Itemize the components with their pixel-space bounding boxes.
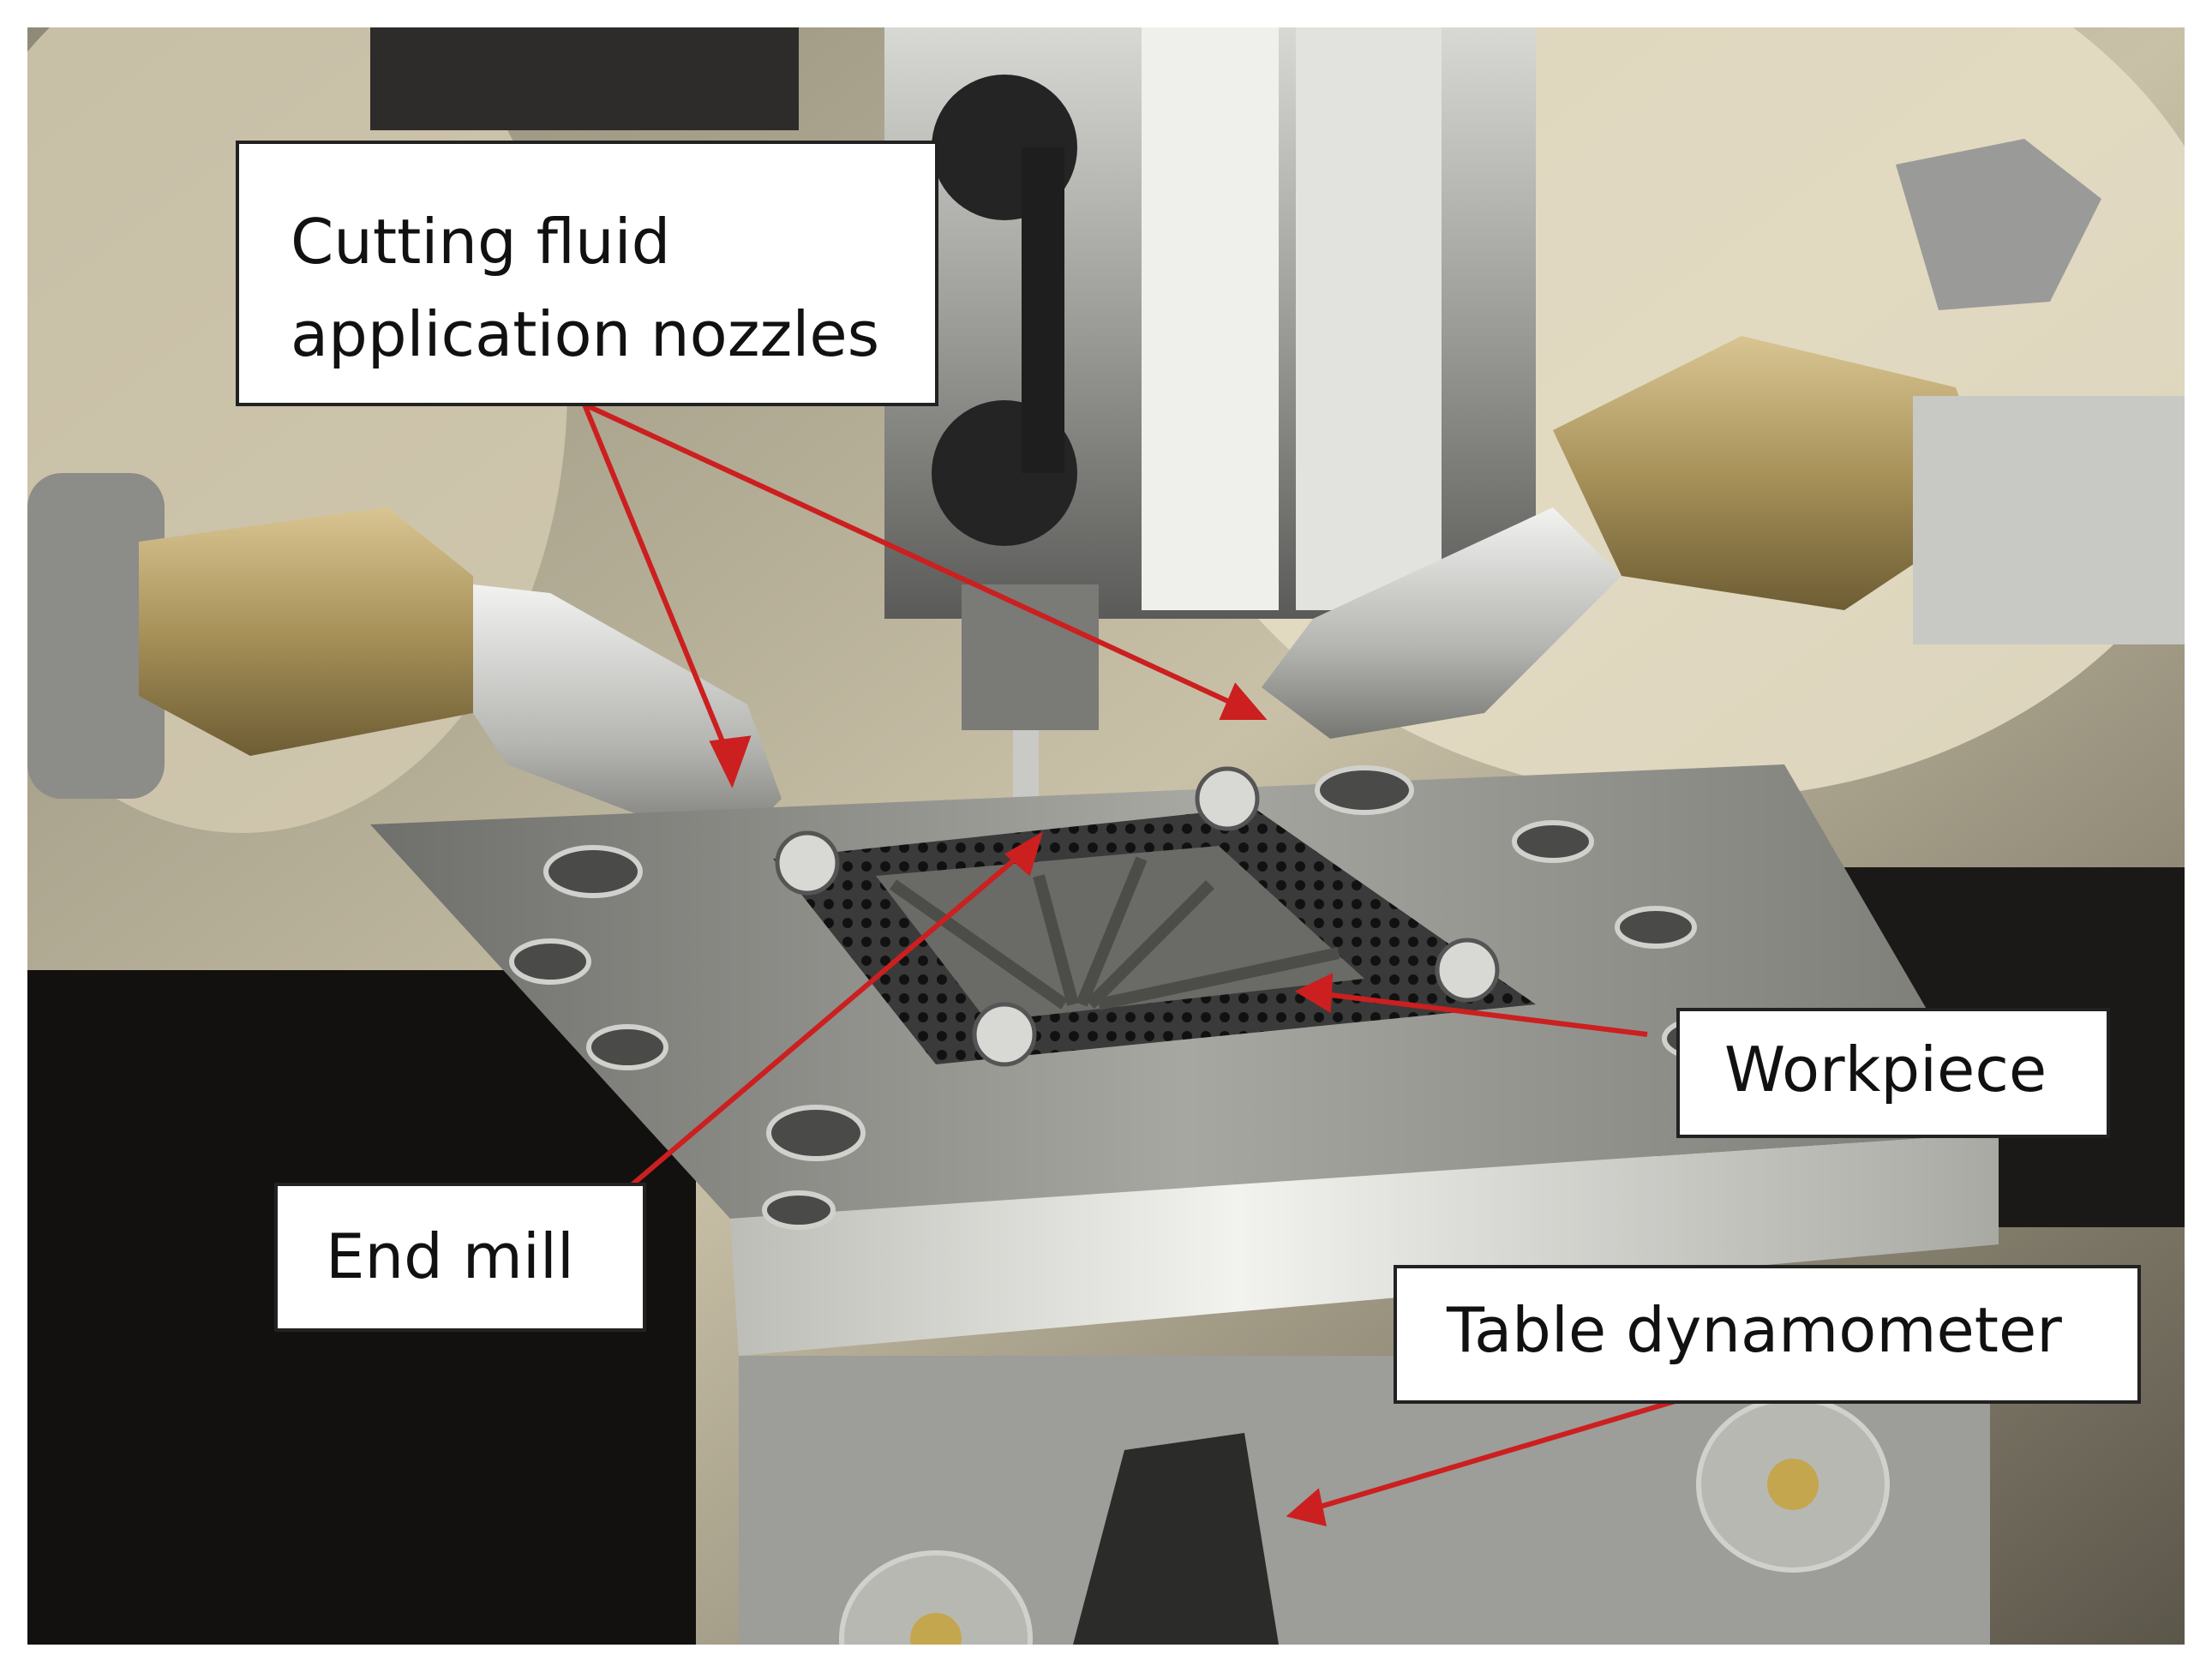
label-workpiece: Workpiece	[1676, 1008, 2110, 1138]
machining-setup-photo	[27, 27, 2185, 1645]
label-nozzles-line-1: Cutting fluid	[291, 206, 671, 278]
label-cutting-fluid-nozzles: Cutting fluid application nozzles	[236, 141, 938, 406]
label-workpiece-text: Workpiece	[1724, 1034, 2047, 1106]
photo-frame: Cutting fluid application nozzles Workpi…	[27, 27, 2185, 1645]
label-table-dynamometer: Table dynamometer	[1394, 1265, 2141, 1404]
label-table-dynamometer-text: Table dynamometer	[1447, 1294, 2062, 1366]
label-end-mill-text: End mill	[326, 1220, 574, 1292]
label-nozzles-line-2: application nozzles	[291, 298, 880, 370]
label-end-mill: End mill	[274, 1183, 646, 1332]
